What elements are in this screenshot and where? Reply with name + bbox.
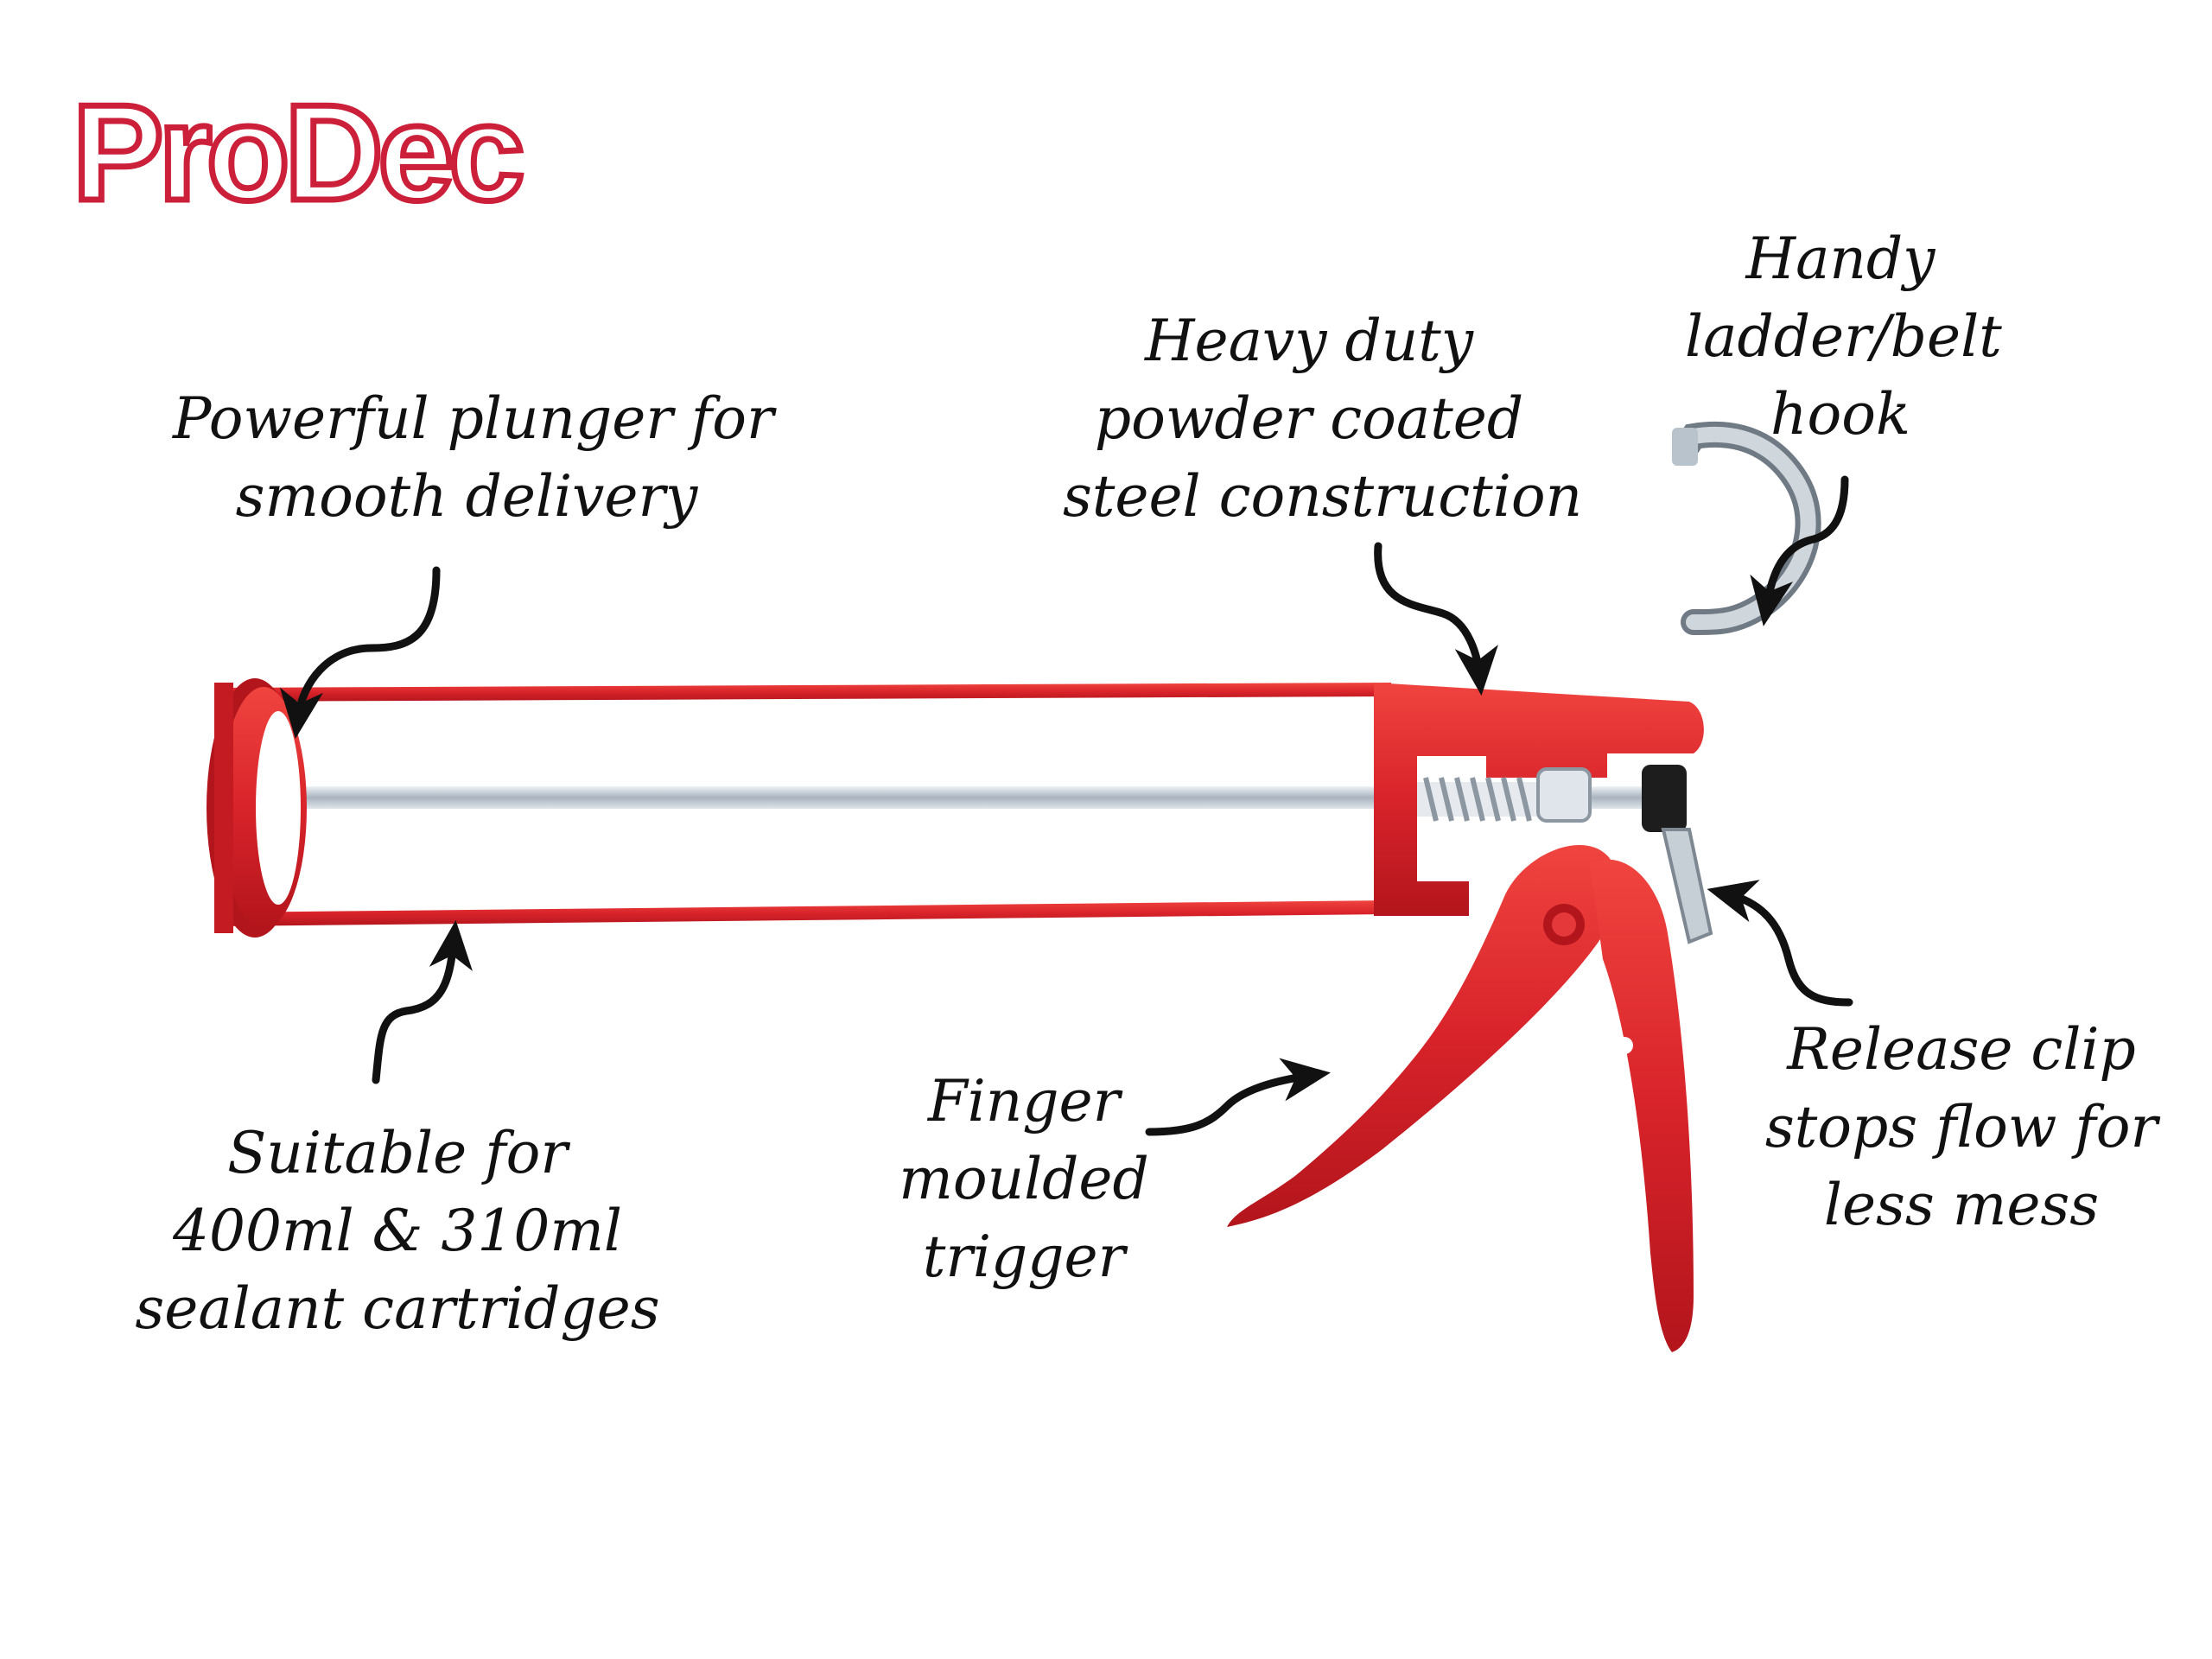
- callout-trigger: Finger moulded trigger: [899, 1063, 1149, 1296]
- arrow-trigger: [1145, 1058, 1331, 1136]
- callout-release-clip-line-2: stops flow for: [1764, 1094, 2158, 1160]
- gun-body: [1374, 683, 1704, 916]
- trigger: [1227, 845, 1617, 1227]
- callout-trigger-line-2: moulded: [899, 1146, 1149, 1212]
- prodec-logo: ProDec: [69, 77, 539, 230]
- callout-hook-line-2: ladder/belt: [1685, 303, 2002, 370]
- callout-hook: Handy ladder/belt hook: [1685, 220, 2002, 454]
- callout-cartridges: Suitable for 400ml & 310ml sealant cartr…: [130, 1115, 665, 1348]
- callout-cartridges-line-2: 400ml & 310ml: [172, 1198, 623, 1264]
- callout-cartridges-line-1: Suitable for: [227, 1120, 568, 1186]
- callout-release-clip-line-3: less mess: [1823, 1172, 2100, 1238]
- callout-plunger-line-1: Powerful plunger for: [173, 385, 774, 452]
- callout-cartridges-line-3: sealant cartridges: [135, 1275, 660, 1342]
- callout-construction-line-1: Heavy duty: [1144, 308, 1474, 374]
- handle-grip: [1590, 859, 1694, 1352]
- arrow-hook: [1750, 475, 1849, 626]
- callout-arrows: [279, 475, 1853, 1136]
- callout-construction: Heavy duty powder coated steel construct…: [1063, 302, 1583, 536]
- callout-plunger: Powerful plunger for smooth delivery: [173, 380, 774, 536]
- callout-construction-line-3: steel construction: [1063, 463, 1583, 530]
- callout-release-clip: Release clip stops flow for less mess: [1754, 1011, 2169, 1244]
- release-clip: [1661, 828, 1713, 944]
- arrow-release-clip: [1707, 880, 1853, 1007]
- logo-text: ProDec: [69, 77, 527, 230]
- callout-hook-line-3: hook: [1770, 381, 1910, 448]
- belt-hook: [1672, 421, 1821, 635]
- arrow-plunger: [279, 566, 441, 740]
- callout-trigger-line-3: trigger: [922, 1224, 1126, 1290]
- arrow-cartridges: [372, 919, 473, 1084]
- callout-release-clip-line-1: Release clip: [1787, 1016, 2136, 1083]
- frame-rails: [216, 683, 1391, 926]
- plunger-plate: [207, 678, 307, 938]
- callout-plunger-line-2: smooth delivery: [235, 463, 698, 530]
- arrow-construction: [1374, 542, 1498, 696]
- callout-hook-line-1: Handy: [1745, 226, 1936, 292]
- callout-construction-line-2: powder coated: [1094, 385, 1524, 452]
- spring: [1417, 777, 1538, 822]
- callout-trigger-line-1: Finger: [927, 1068, 1121, 1135]
